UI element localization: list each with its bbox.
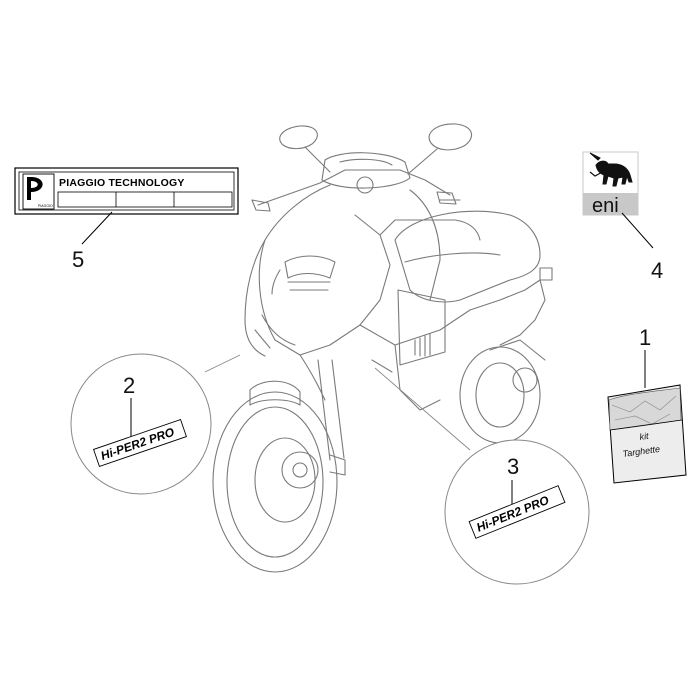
- callout-3: 3: [507, 454, 519, 479]
- callout-5: 5: [72, 247, 84, 272]
- detail-2-pointer: [204, 354, 241, 373]
- detail-3-pointer: [374, 367, 471, 451]
- eni-sticker: eni: [582, 151, 639, 217]
- detail-circle-2: Hi-PER2 PRO: [70, 353, 241, 495]
- six-legged-dog-logo-icon: [589, 152, 633, 187]
- piaggio-technology-plaque: PIAGGIO PIAGGIO TECHNOLOGY: [14, 167, 239, 215]
- leader-line-4: [621, 212, 654, 249]
- callout-1: 1: [639, 325, 651, 350]
- detail-circle-3: Hi-PER2 PRO: [374, 367, 590, 585]
- leader-line-5: [81, 211, 113, 245]
- piaggio-logo-caption: PIAGGIO: [38, 204, 53, 208]
- piaggio-logo-icon: PIAGGIO: [22, 173, 55, 210]
- plaque-brand-text: PIAGGIO TECHNOLOGY: [59, 177, 185, 189]
- decal-kit-package: kit Targhette: [607, 384, 687, 484]
- kit-label-line1: kit: [639, 431, 650, 442]
- callout-4: 4: [651, 258, 663, 283]
- callout-2: 2: [123, 373, 135, 398]
- eni-text: eni: [592, 195, 619, 217]
